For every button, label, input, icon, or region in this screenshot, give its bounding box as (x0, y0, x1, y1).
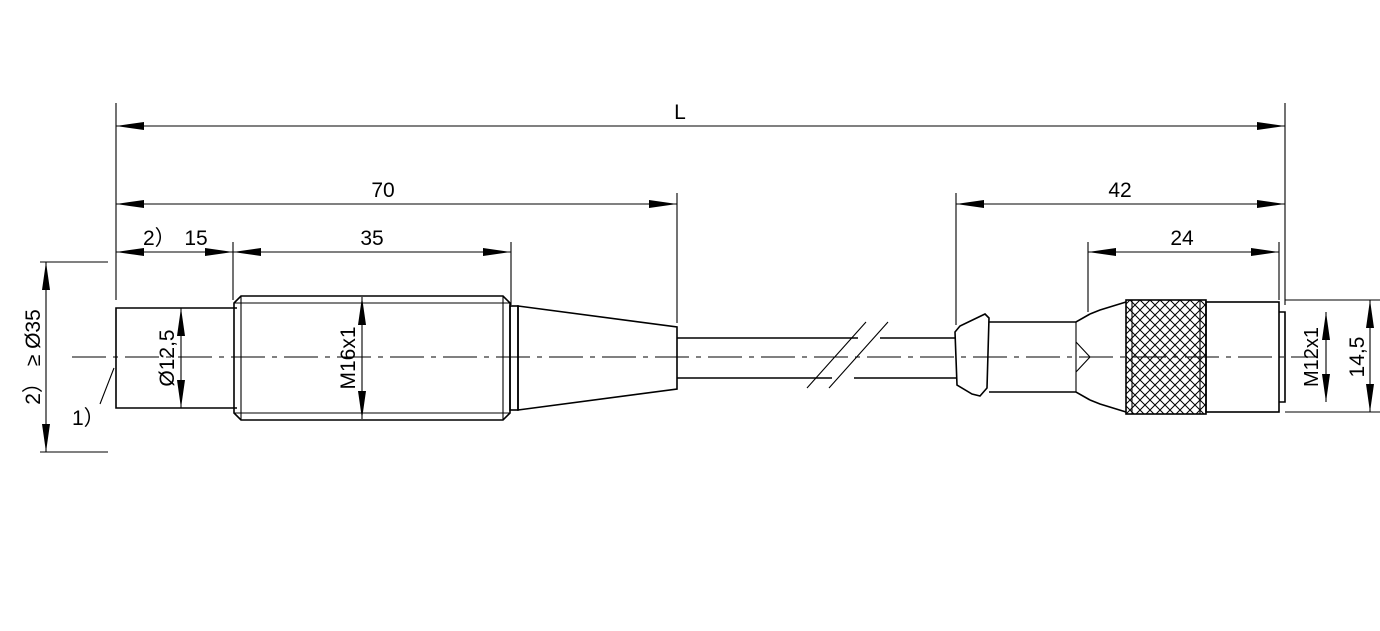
dim-total-length: L (674, 101, 686, 124)
dim-female-length: 42 (1108, 179, 1131, 202)
dim-thread-male: M16x1 (337, 326, 360, 389)
male-connector (115, 295, 678, 421)
note1-leader (99, 367, 115, 405)
dim-pipe-diameter: Ø12,5 (156, 329, 179, 386)
note2-label: 2） (143, 227, 176, 250)
dim-female-knurl-length: 24 (1170, 227, 1194, 250)
dim-female-diameter: 14,5 (1346, 337, 1369, 378)
dimension-labels: L 70 42 2） 15 35 24 Ø12,5 M16x1 M12x1 14… (22, 101, 1369, 430)
dim-bend-radius: 2） ≥ Ø35 (22, 309, 45, 405)
dim-male-front: 15 (184, 227, 207, 250)
cable (677, 321, 956, 389)
note1-label: 1） (72, 407, 105, 430)
dim-thread-length-male: 35 (360, 227, 383, 250)
dim-male-length: 70 (371, 179, 394, 202)
dim-thread-female: M12x1 (1301, 327, 1323, 387)
dimension-lines (42, 122, 1374, 452)
